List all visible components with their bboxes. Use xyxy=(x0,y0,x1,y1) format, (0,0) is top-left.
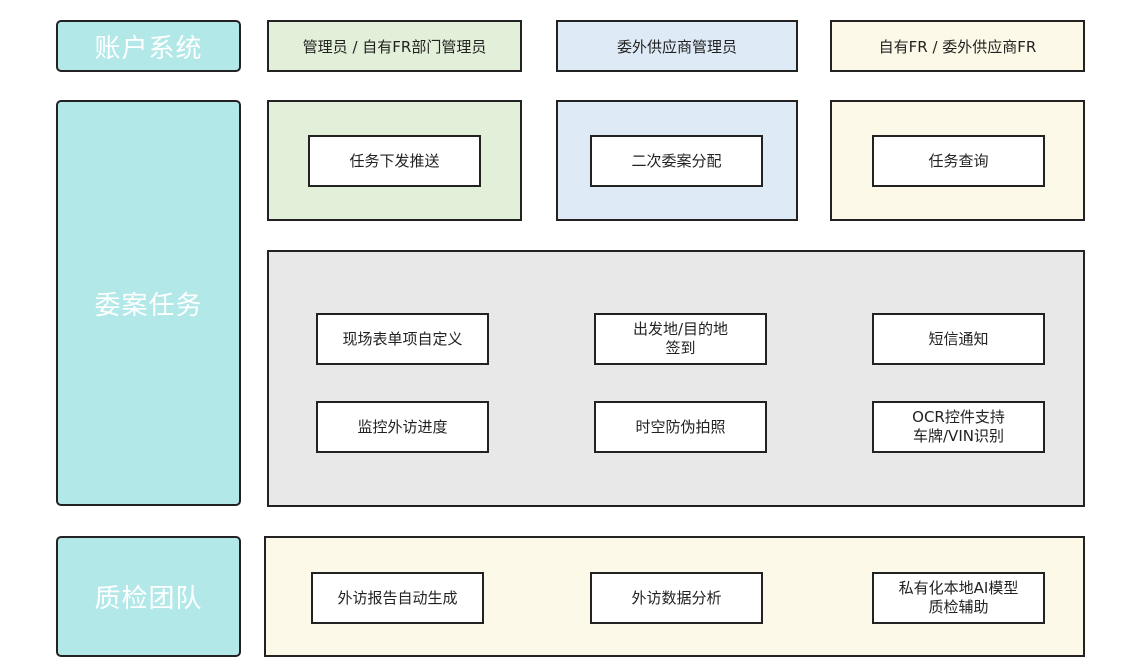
qc-ai-box: 私有化本地AI模型 质检辅助 xyxy=(872,572,1045,624)
qc-analysis-text: 外访数据分析 xyxy=(631,588,722,607)
dispatch-task-label: 委案任务 xyxy=(56,100,241,506)
qc-report-text: 外访报告自动生成 xyxy=(337,588,458,607)
feature-sms-box: 短信通知 xyxy=(872,313,1045,365)
task-push-box: 任务下发推送 xyxy=(308,135,481,187)
task-reassign-box: 二次委案分配 xyxy=(590,135,763,187)
feature-checkin-text: 出发地/目的地 签到 xyxy=(632,320,729,357)
feature-ocr-text: OCR控件支持 车牌/VIN识别 xyxy=(912,408,1005,445)
role-admin-text: 管理员 / 自有FR部门管理员 xyxy=(302,37,487,56)
role-admin: 管理员 / 自有FR部门管理员 xyxy=(267,20,522,72)
account-system-label: 账户系统 xyxy=(56,20,241,72)
account-system-text: 账户系统 xyxy=(94,33,203,64)
role-fr: 自有FR / 委外供应商FR xyxy=(830,20,1085,72)
qc-analysis-box: 外访数据分析 xyxy=(590,572,763,624)
feature-custom-form-text: 现场表单项自定义 xyxy=(342,329,463,348)
task-query-text: 任务查询 xyxy=(928,151,989,170)
task-push-text: 任务下发推送 xyxy=(349,151,440,170)
feature-ocr-box: OCR控件支持 车牌/VIN识别 xyxy=(872,401,1045,453)
role-supplier-admin: 委外供应商管理员 xyxy=(556,20,798,72)
role-fr-text: 自有FR / 委外供应商FR xyxy=(878,37,1037,56)
dispatch-task-text: 委案任务 xyxy=(94,290,203,321)
feature-photo-box: 时空防伪拍照 xyxy=(594,401,767,453)
qc-team-text: 质检团队 xyxy=(94,584,203,614)
feature-monitor-box: 监控外访进度 xyxy=(316,401,489,453)
feature-monitor-text: 监控外访进度 xyxy=(357,417,448,436)
task-reassign-text: 二次委案分配 xyxy=(631,151,722,170)
role-supplier-admin-text: 委外供应商管理员 xyxy=(616,37,737,56)
qc-report-box: 外访报告自动生成 xyxy=(311,572,484,624)
feature-checkin-box: 出发地/目的地 签到 xyxy=(594,313,767,365)
qc-ai-text: 私有化本地AI模型 质检辅助 xyxy=(898,579,1019,616)
task-query-box: 任务查询 xyxy=(872,135,1045,187)
feature-sms-text: 短信通知 xyxy=(928,329,989,348)
feature-custom-form-box: 现场表单项自定义 xyxy=(316,313,489,365)
features-panel xyxy=(267,250,1085,507)
feature-photo-text: 时空防伪拍照 xyxy=(635,417,726,436)
qc-team-label: 质检团队 xyxy=(56,536,241,657)
